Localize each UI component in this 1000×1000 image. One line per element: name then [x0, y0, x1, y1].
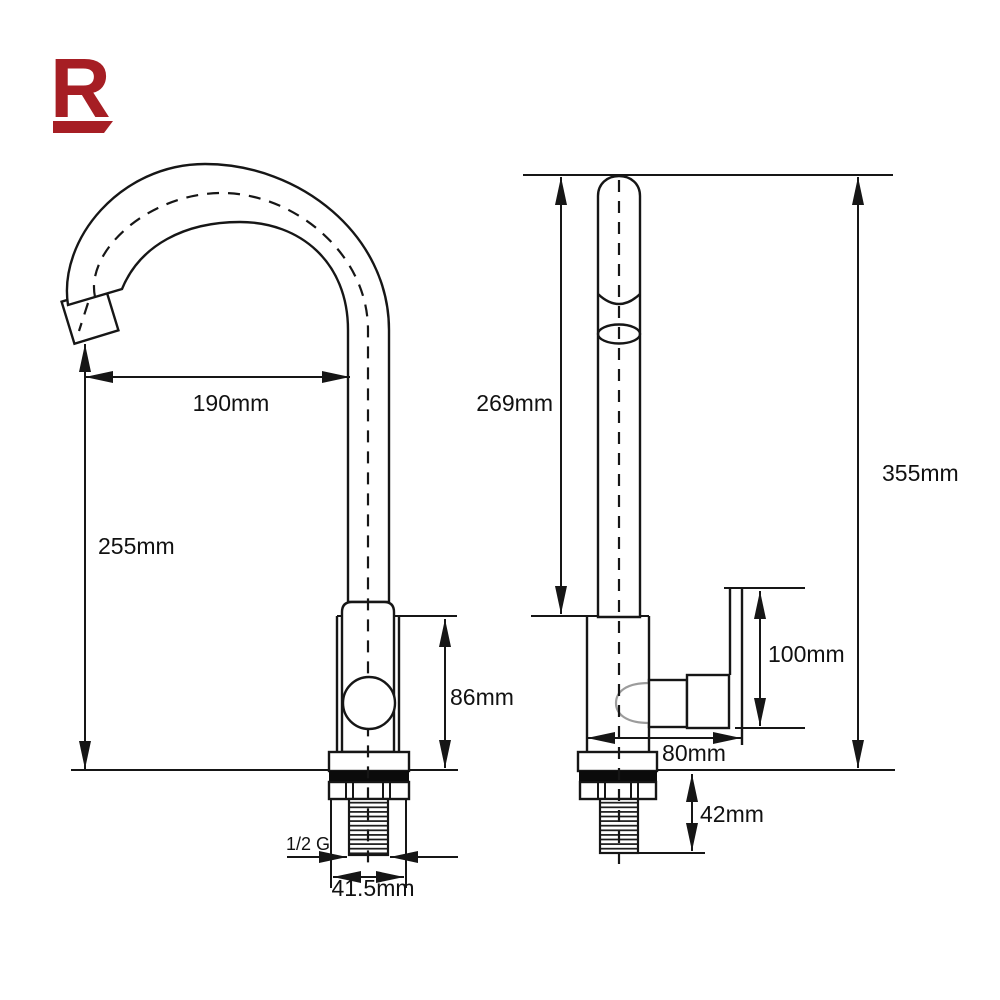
swivel-collar-upper	[597, 293, 641, 306]
mounting-flange-right	[576, 750, 659, 773]
dim-label-80: 80mm	[662, 740, 726, 766]
side-view	[60, 162, 458, 868]
gooseneck-spout	[65, 162, 391, 604]
dim-label-42: 42mm	[700, 801, 764, 827]
dim-label-255: 255mm	[98, 533, 175, 559]
dim-label-269: 269mm	[476, 390, 553, 416]
dim-base-width: 41.5mm	[330, 800, 415, 901]
dim-label-355: 355mm	[882, 460, 959, 486]
dim-body-height: 86mm	[439, 619, 514, 768]
handle-neck	[647, 678, 689, 729]
logo-letter: R	[50, 41, 111, 135]
dim-thread-callout: 1/2 G	[286, 834, 458, 863]
dim-label-41-5: 41.5mm	[331, 875, 414, 901]
dim-handle-height: 100mm	[724, 587, 845, 729]
dim-total-height: 355mm	[852, 177, 959, 768]
handle-ball-joint	[341, 675, 397, 731]
dim-under-counter: 42mm	[638, 774, 764, 854]
front-view	[523, 174, 895, 866]
dim-spout-height: 255mm	[79, 344, 175, 769]
dim-spout-reach: 190mm	[85, 371, 350, 416]
dim-label-100: 100mm	[768, 641, 845, 667]
dim-body-depth: 80mm	[587, 732, 741, 766]
dim-pipe-height: 269mm	[476, 177, 567, 614]
centerline-left	[92, 191, 370, 868]
logo-underline	[53, 121, 113, 133]
threaded-shank-right	[598, 797, 640, 855]
aerator-centerline	[77, 302, 90, 332]
handle-base	[685, 673, 731, 730]
dim-label-86: 86mm	[450, 684, 514, 710]
swivel-collar-lower	[596, 323, 642, 345]
brand-logo: R	[50, 41, 113, 135]
dim-label-thread: 1/2 G	[286, 834, 330, 854]
dim-label-190: 190mm	[193, 390, 270, 416]
handle-joint-boss	[614, 681, 650, 725]
threaded-shank-left	[347, 797, 390, 857]
